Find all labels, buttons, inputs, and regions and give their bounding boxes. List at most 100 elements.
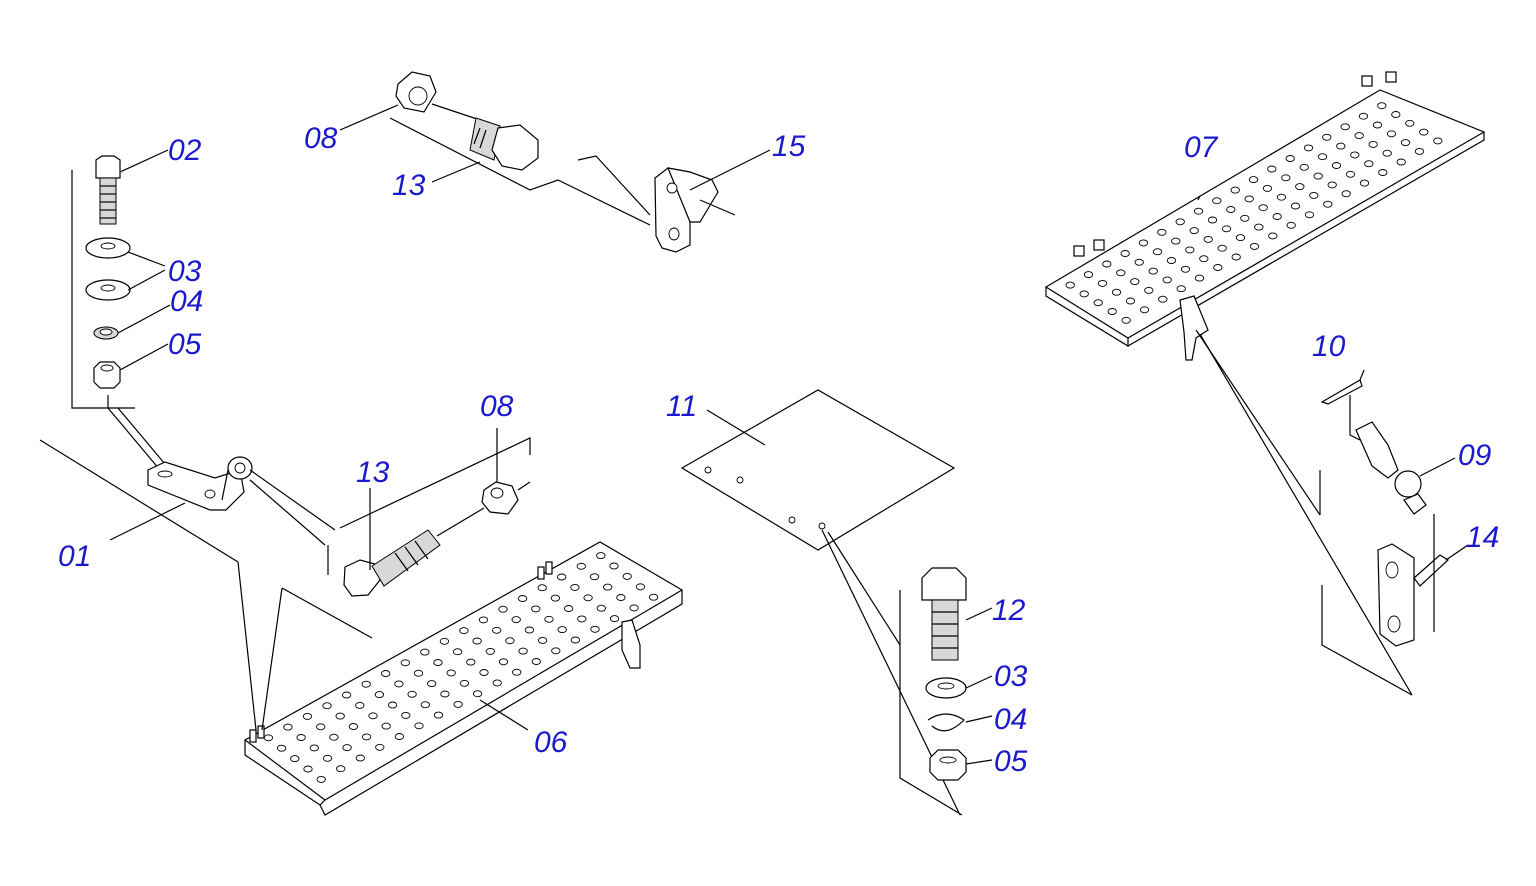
perforation-hole [1267, 165, 1277, 173]
callout-02: 02 [168, 134, 202, 167]
perforation-hole [290, 755, 300, 763]
perforation-hole [1185, 246, 1195, 254]
perforation-hole [492, 679, 502, 687]
perforation-hole [414, 722, 424, 730]
perforation-hole [1125, 297, 1136, 305]
perforation-hole [1377, 102, 1387, 110]
perforation-hole [524, 626, 535, 634]
perforation-hole [531, 658, 541, 665]
perforation-hole [394, 680, 404, 688]
perforation-hole [1313, 172, 1323, 180]
perforation-hole [433, 659, 443, 666]
bracket-part-01 [109, 456, 336, 546]
perforation-hole [1144, 286, 1154, 294]
perforation-hole [420, 701, 430, 709]
perforation-hole [1340, 123, 1350, 131]
perforation-hole [413, 669, 424, 677]
perforation-hole [1120, 250, 1130, 257]
perforation-hole [1244, 195, 1254, 203]
perforation-hole [1281, 174, 1291, 182]
perforation-hole [316, 775, 326, 783]
perforation-hole [1157, 228, 1167, 236]
plate-part-11 [680, 389, 963, 816]
perforation-hole [629, 604, 639, 612]
perforation-hole [551, 647, 561, 655]
perforation-hole [596, 552, 606, 560]
perforation-hole [1207, 216, 1218, 224]
perforation-hole [1272, 213, 1282, 220]
perforation-hole [368, 712, 378, 720]
perforation-hole [1248, 176, 1259, 184]
perforation-hole [283, 723, 293, 731]
perforation-hole [322, 702, 332, 710]
perforation-hole [427, 680, 437, 688]
perforation-hole [537, 636, 548, 644]
perforation-hole [635, 583, 646, 591]
perforation-hole [1083, 271, 1094, 279]
perforation-hole [1162, 276, 1172, 284]
perforation-hole [1262, 184, 1273, 192]
perforation-hole [355, 754, 365, 762]
perforation-hole [355, 701, 365, 709]
perforation-hole [453, 700, 463, 708]
perforation-hole [512, 668, 522, 676]
callout-15: 15 [772, 130, 806, 163]
step-plate-part-06 [39, 439, 684, 816]
perforation-hole [1180, 265, 1191, 273]
perforation-hole [1276, 193, 1287, 201]
perforation-hole [1433, 137, 1443, 145]
perforation-hole [1290, 202, 1301, 210]
perforation-hole [1285, 155, 1295, 162]
perforation-hole [336, 765, 346, 773]
perforation-hole [518, 647, 528, 655]
perforation-hole [1138, 239, 1149, 247]
perforation-hole [1226, 206, 1236, 213]
callout-04-lower: 04 [994, 703, 1027, 736]
callout-05-upper: 05 [168, 328, 202, 361]
perforation-hole [557, 573, 567, 581]
perforation-hole [622, 572, 632, 580]
perforation-hole [1414, 147, 1425, 155]
perforation-hole [1134, 258, 1144, 266]
perforation-hole [1364, 160, 1374, 168]
perforation-hole [577, 615, 587, 623]
perforation-hole [440, 690, 450, 698]
perforation-hole [1303, 144, 1314, 152]
perforation-hole [394, 733, 405, 740]
perforation-hole [1152, 248, 1163, 256]
perforation-hole [381, 670, 391, 677]
perforation-hole [570, 636, 581, 644]
perforation-hole [1378, 169, 1388, 176]
perforation-hole [1286, 221, 1296, 229]
left-bolt-stack [71, 149, 171, 471]
perforation-hole [1193, 207, 1204, 215]
perforation-hole [1345, 170, 1356, 178]
callout-08-upper: 08 [304, 122, 338, 155]
perforation-hole [381, 722, 391, 730]
callout-03-upper: 03 [168, 255, 202, 288]
perforation-hole [420, 648, 430, 656]
perforation-hole [1372, 121, 1383, 129]
perforation-hole [1171, 237, 1181, 245]
perforation-hole [609, 562, 619, 570]
perforation-hole [1212, 197, 1222, 205]
callout-13-upper: 13 [392, 169, 426, 202]
perforation-hole [439, 637, 450, 645]
perforation-hole [1079, 290, 1089, 298]
callout-09: 09 [1458, 439, 1492, 472]
perforation-hole [1268, 232, 1278, 240]
perforation-hole [1213, 264, 1223, 271]
perforation-hole [570, 583, 580, 591]
perforation-hole [1217, 244, 1227, 252]
callout-01: 01 [58, 540, 91, 573]
callout-14: 14 [1466, 521, 1499, 554]
perforation-hole [1189, 227, 1199, 235]
perforation-hole [1419, 128, 1429, 136]
perforation-hole [596, 604, 606, 612]
perforation-hole [511, 616, 521, 624]
perforation-hole [603, 583, 613, 591]
perforation-hole [485, 647, 495, 655]
perforation-hole [1231, 253, 1241, 261]
perforation-hole [472, 690, 483, 698]
callout-08-lower: 08 [480, 390, 514, 423]
